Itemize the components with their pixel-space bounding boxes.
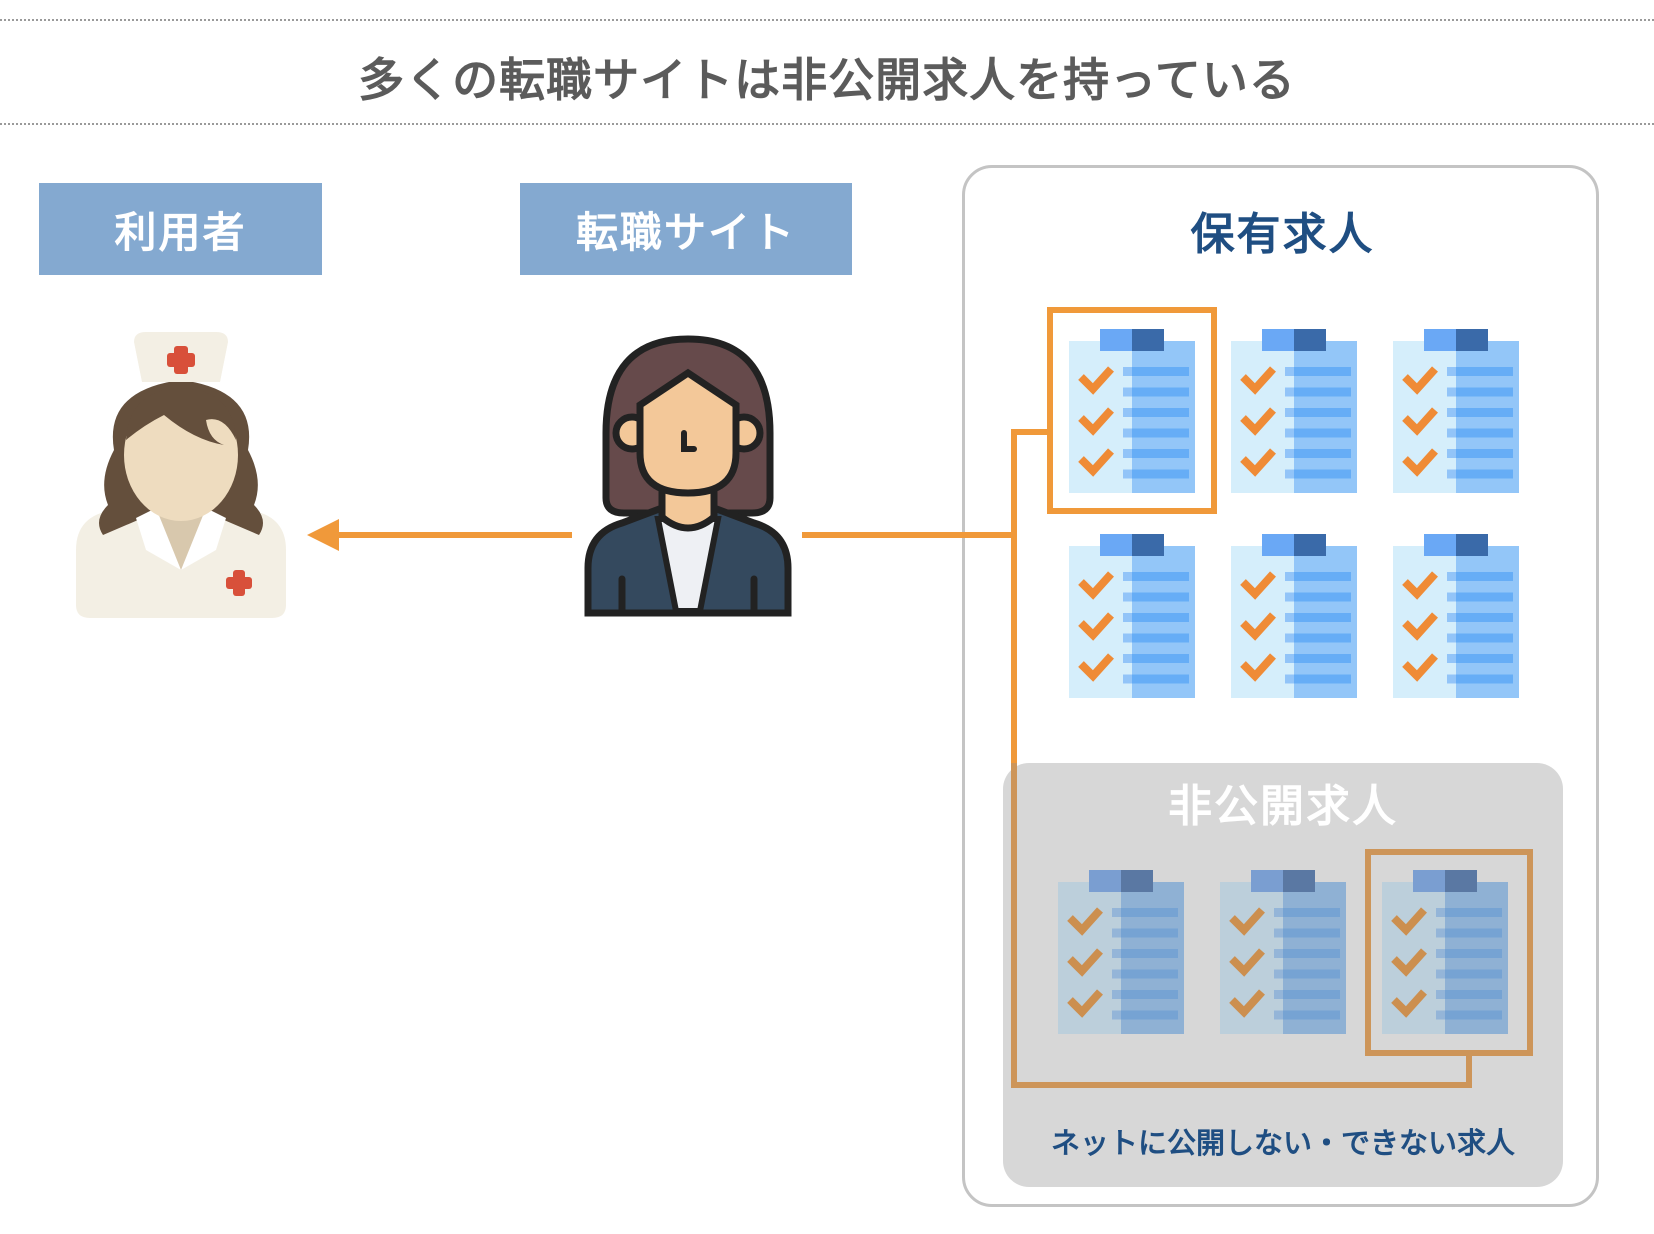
top-divider <box>0 19 1654 21</box>
hidden-clipboard-checklist-icon <box>1382 870 1508 1034</box>
page-title: 多くの転職サイトは非公開求人を持っている <box>358 53 1296 107</box>
arrow-left-icon <box>305 517 572 553</box>
site-label: 転職サイト <box>520 183 852 275</box>
clipboard-checklist-icon <box>1069 329 1195 493</box>
clipboard-checklist-icon <box>1393 534 1519 698</box>
highlight-box <box>1365 849 1533 1056</box>
recruiter-woman-icon <box>582 333 794 619</box>
connector-line <box>802 532 1017 538</box>
bottom-divider <box>0 123 1654 125</box>
hidden-clipboard-checklist-icon <box>1058 870 1184 1034</box>
connector-line <box>1011 429 1049 435</box>
user-label: 利用者 <box>39 183 322 275</box>
clipboard-checklist-icon <box>1231 534 1357 698</box>
highlight-box <box>1047 307 1217 514</box>
clipboard-checklist-icon <box>1393 329 1519 493</box>
hidden-clipboard-checklist-icon <box>1220 870 1346 1034</box>
connector-line <box>1011 763 1017 1088</box>
nurse-icon <box>74 330 288 620</box>
clipboard-checklist-icon <box>1069 534 1195 698</box>
clipboard-checklist-icon <box>1231 329 1357 493</box>
hidden-jobs-note: ネットに公開しない・できない求人 <box>1050 1126 1515 1160</box>
connector-line <box>1011 1082 1472 1088</box>
connector-line <box>1011 429 1017 763</box>
hidden-jobs-title: 非公開求人 <box>1168 781 1398 832</box>
connector-line <box>1466 1052 1472 1088</box>
listings-title: 保有求人 <box>1190 209 1375 260</box>
